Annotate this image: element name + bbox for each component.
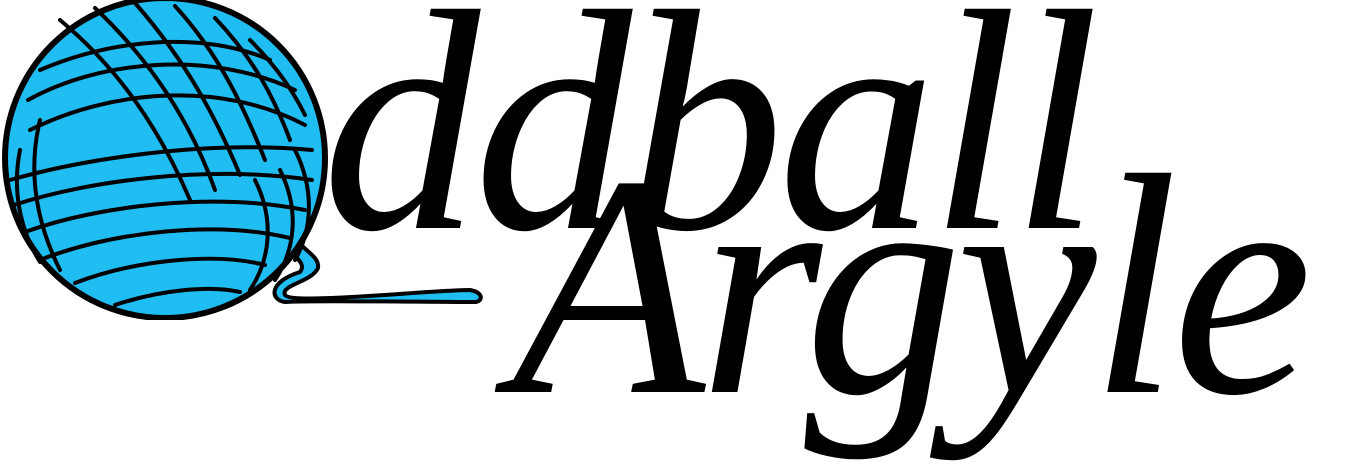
logo-text-oddball: ddball <box>322 0 1100 297</box>
logo-text-argyle: Argyle <box>512 111 1313 461</box>
yarn-ball-icon <box>2 0 483 320</box>
